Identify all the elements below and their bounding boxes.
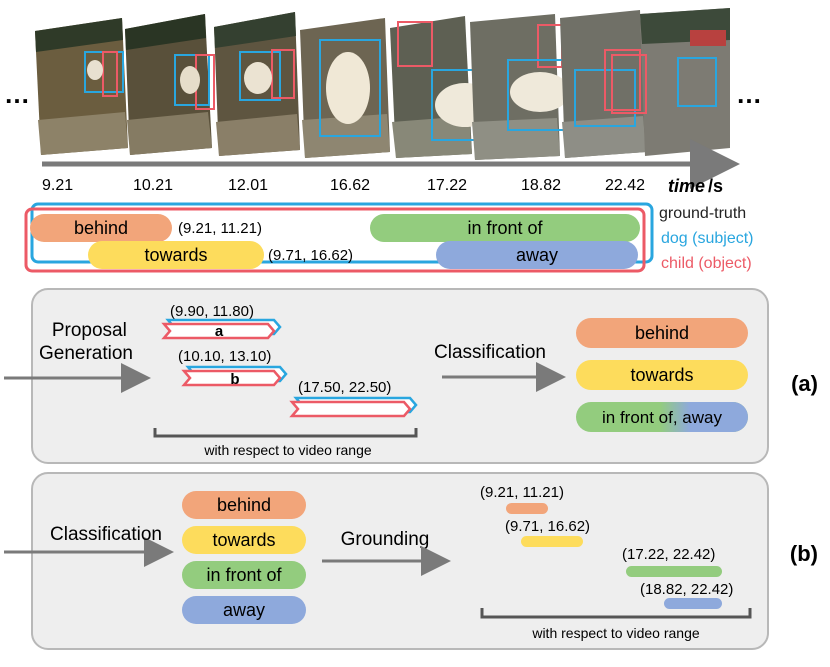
in-front-of-bar [370,214,640,242]
grounding-bar-in-front-of [626,566,722,577]
class-pill-towards [182,526,306,554]
video-frame [390,16,509,158]
behind-bar-label: behind [74,218,128,238]
video-frame [470,14,583,160]
away-bar-label: away [516,245,558,265]
panel-a-input-label: Proposal Generation [39,320,133,364]
tick-label: 9.21 [42,177,73,194]
output-pill-front-away [576,402,748,432]
grounding-bar-towards [521,536,583,547]
ellipsis-right: … [736,79,762,109]
class-label: in front of [206,565,282,585]
proposal-range: (17.50, 22.50) [298,379,391,396]
tick-label: 18.82 [521,177,561,194]
time-unit-label: time/s [668,176,723,196]
towards-bar [88,241,264,269]
proposal-range: (10.10, 13.10) [178,348,271,365]
away-bar [436,241,638,269]
output-pill-towards [576,360,748,390]
video-frame [35,18,128,155]
tick-label: 12.01 [228,177,268,194]
legend-object: child (object) [661,255,752,272]
panel-b: Classification behind towards in front o… [4,472,818,650]
timeline-ticks: 9.21 10.21 12.01 16.62 17.22 18.82 22.42 [42,177,645,194]
proposal-range: (9.90, 11.80) [170,303,254,320]
proposal-b: (10.10, 13.10) b [178,348,288,388]
proposal-c: (17.50, 22.50) [289,379,418,418]
class-label: behind [217,495,271,515]
in-front-of-bar-label: in front of [467,218,543,238]
video-frame [611,8,730,156]
video-frame [300,18,390,158]
proposal-a: (9.90, 11.80) a [161,303,282,340]
output-label: in front of, away [602,408,723,427]
panel-b-range-note: with respect to video range [531,625,700,641]
object-box [24,207,646,273]
behind-bar [30,214,172,242]
panel-b-step-label: Grounding [341,529,430,550]
grounding-bar-away [664,598,722,609]
behind-range: (9.21, 11.21) [178,220,262,237]
legend-subject: dog (subject) [661,230,754,247]
grounding-range: (9.71, 16.62) [505,518,590,535]
output-label: behind [635,323,689,343]
output-pill-behind [576,318,748,348]
class-pill-in-front-of [182,561,306,589]
proposal-id: b [230,371,239,388]
output-label: towards [630,365,693,385]
class-pill-away [182,596,306,624]
grounding-range: (18.82, 22.42) [640,581,733,598]
legend-ground-truth: ground-truth [659,205,746,222]
panel-a-range-note: with respect to video range [203,442,372,458]
panel-b-range-bracket [480,608,752,619]
towards-range: (9.71, 16.62) [268,247,353,264]
tick-label: 10.21 [133,177,173,194]
video-frame [125,14,215,155]
class-pill-behind [182,491,306,519]
class-label: towards [212,530,275,550]
towards-bar-label: towards [144,245,207,265]
ground-truth-block: behind (9.21, 11.21) in front of towards… [24,202,754,273]
grounding-bar-behind [506,503,548,514]
tick-label: 17.22 [427,177,467,194]
panel-a-range-bracket [153,428,418,438]
video-frame [560,10,646,158]
proposal-id: a [215,323,224,340]
tick-label: 16.62 [330,177,370,194]
panel-b-tag: (b) [790,541,818,566]
class-label: away [223,600,265,620]
ellipsis-left: … [4,79,30,109]
panel-a-tag: (a) [791,371,818,396]
grounding-range: (9.21, 11.21) [480,484,564,501]
video-frames [35,8,730,160]
video-frame [214,12,300,156]
grounding-range: (17.22, 22.42) [622,546,715,563]
panel-a: Proposal Generation (9.90, 11.80) a (10.… [4,288,818,464]
panel-b-input-label: Classification [50,524,162,545]
panel-a-step-label: Classification [434,342,546,363]
tick-label: 22.42 [605,177,645,194]
